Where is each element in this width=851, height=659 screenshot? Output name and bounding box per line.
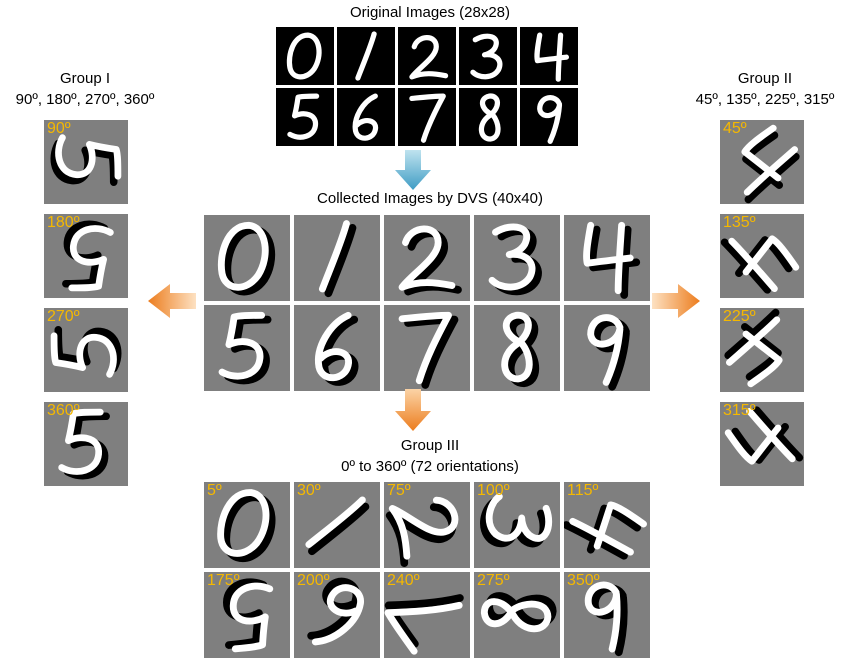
angle-label: 90º — [47, 120, 71, 137]
angle-label: 75º — [387, 482, 411, 499]
right-arrow-orange-icon — [652, 284, 700, 318]
angle-label: 100º — [477, 482, 510, 499]
angle-label: 135º — [723, 214, 756, 231]
collected-digit-6 — [294, 305, 380, 391]
down-arrow-blue-icon — [395, 150, 431, 190]
collected-digit-3 — [474, 215, 560, 301]
group3-tile-350: 350º — [564, 572, 650, 658]
group3-grid: 5º 30º 75º 100º 115º 175º 200º 240º 275º 350º — [204, 482, 654, 658]
angle-label: 315º — [723, 402, 756, 419]
angle-label: 270º — [47, 308, 80, 325]
original-images-grid — [275, 26, 578, 150]
group3-tile-100: 100º — [474, 482, 560, 568]
collected-digit-0 — [204, 215, 290, 301]
down-arrow-orange-icon — [395, 389, 431, 431]
group1-column: 90º 180º 270º 360º — [44, 120, 128, 490]
group3-tile-115: 115º — [564, 482, 650, 568]
collected-digit-1 — [294, 215, 380, 301]
group3-tile-240: 240º — [384, 572, 470, 658]
left-arrow-orange-icon — [148, 284, 196, 318]
angle-label: 30º — [297, 482, 321, 499]
group2-tile-315: 315º — [720, 402, 804, 486]
group1-tile-90: 90º — [44, 120, 128, 204]
group2-tile-45: 45º — [720, 120, 804, 204]
original-digit-7 — [398, 88, 456, 146]
group1-title: Group I — [59, 70, 111, 87]
collected-digit-5 — [204, 305, 290, 391]
group1-angles: 90º, 180º, 270º, 360º — [15, 91, 155, 108]
group3-tile-200: 200º — [294, 572, 380, 658]
group1-tile-360: 360º — [44, 402, 128, 486]
collected-digit-4 — [564, 215, 650, 301]
group2-tile-135: 135º — [720, 214, 804, 298]
group2-title: Group II — [737, 70, 793, 87]
angle-label: 225º — [723, 308, 756, 325]
original-digit-3 — [459, 27, 517, 85]
collected-images-grid — [204, 215, 654, 391]
group3-tile-175: 175º — [204, 572, 290, 658]
original-digit-0 — [276, 27, 334, 85]
original-images-title: Original Images (28x28) — [349, 4, 511, 21]
original-digit-4 — [520, 27, 578, 85]
group3-tile-30: 30º — [294, 482, 380, 568]
group2-angles: 45º, 135º, 225º, 315º — [695, 91, 835, 108]
collected-digit-7 — [384, 305, 470, 391]
original-digit-9 — [520, 88, 578, 146]
group2-column: 45º 135º 225º 315º — [720, 120, 804, 490]
collected-digit-8 — [474, 305, 560, 391]
angle-label: 350º — [567, 572, 600, 589]
collected-digit-9 — [564, 305, 650, 391]
original-digit-1 — [337, 27, 395, 85]
group2-tile-225: 225º — [720, 308, 804, 392]
angle-label: 275º — [477, 572, 510, 589]
group3-tile-275: 275º — [474, 572, 560, 658]
angle-label: 45º — [723, 120, 747, 137]
angle-label: 180º — [47, 214, 80, 231]
collected-images-title: Collected Images by DVS (40x40) — [317, 190, 543, 207]
angle-label: 115º — [567, 482, 599, 499]
group3-tile-75: 75º — [384, 482, 470, 568]
angle-label: 240º — [387, 572, 420, 589]
original-digit-5 — [276, 88, 334, 146]
group1-tile-270: 270º — [44, 308, 128, 392]
angle-label: 200º — [297, 572, 330, 589]
group3-title: Group III — [400, 437, 460, 454]
original-digit-2 — [398, 27, 456, 85]
original-digit-6 — [337, 88, 395, 146]
angle-label: 175º — [207, 572, 240, 589]
group3-tile-5: 5º — [204, 482, 290, 568]
angle-label: 5º — [207, 482, 222, 499]
collected-digit-2 — [384, 215, 470, 301]
group1-tile-180: 180º — [44, 214, 128, 298]
angle-label: 360º — [47, 402, 80, 419]
original-digit-8 — [459, 88, 517, 146]
group3-angles: 0º to 360º (72 orientations) — [341, 458, 519, 475]
